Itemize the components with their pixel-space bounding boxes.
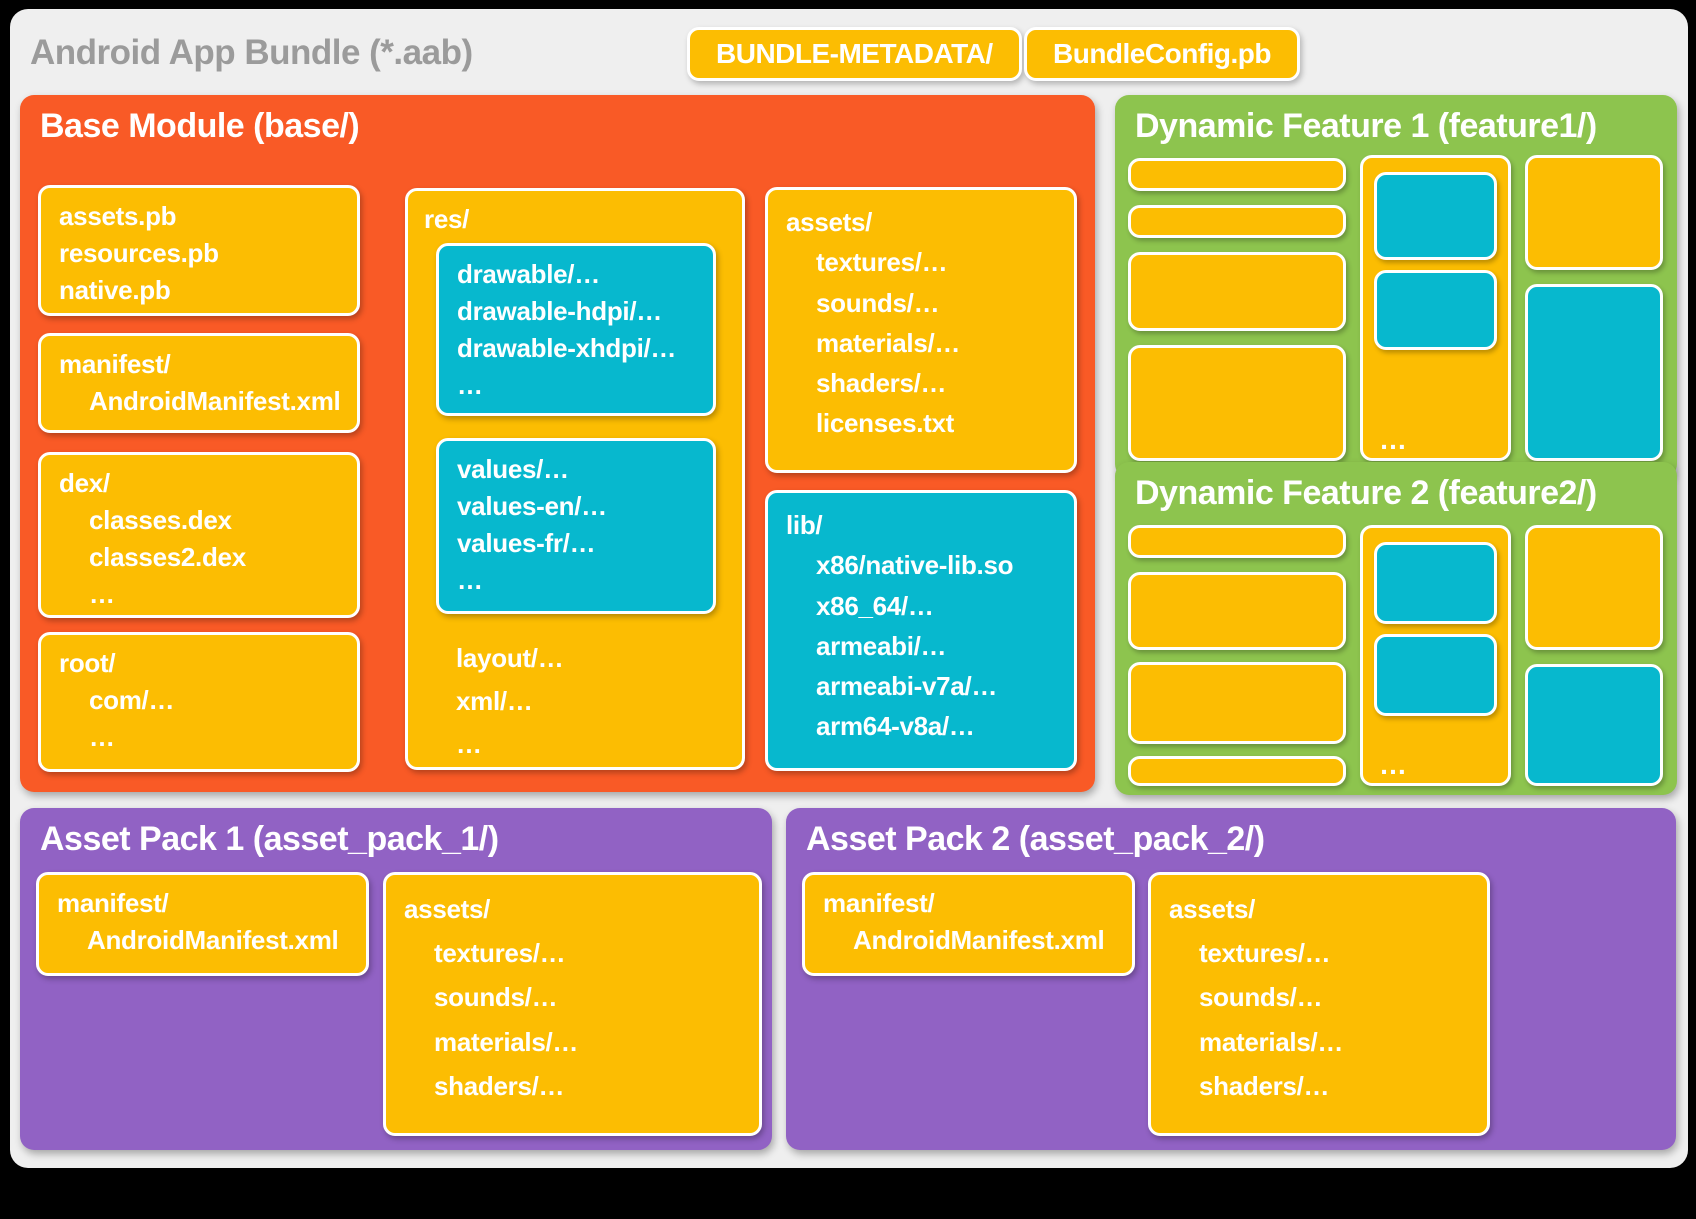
feature2-title: Dynamic Feature 2 (feature2/) [1135, 474, 1597, 512]
dir-shaders: shaders/… [1199, 1070, 1330, 1101]
values-ellipsis: … [457, 564, 483, 595]
dir-materials: materials/… [434, 1026, 579, 1057]
dir-x86-64: x86_64/… [816, 590, 934, 621]
asset-pack-2-manifest-box: manifest/ AndroidManifest.xml [802, 872, 1135, 976]
feature2-res-submini [1374, 634, 1497, 716]
dir-res: res/ [424, 204, 470, 234]
feature2-res-ellipsis: … [1379, 749, 1407, 780]
dir-arm64-v8a: arm64-v8a/… [816, 711, 975, 742]
base-module-title: Base Module (base/) [40, 107, 360, 145]
dir-materials: materials/… [1199, 1026, 1344, 1057]
dir-lib: lib/ [786, 510, 823, 540]
values-box: values/… values-en/… values-fr/… … [436, 438, 716, 614]
dir-sounds: sounds/… [1199, 982, 1323, 1013]
dir-values: values/… [457, 454, 569, 484]
bundle-config-badge: BundleConfig.pb [1024, 27, 1301, 81]
dex-ellipsis: … [89, 578, 115, 609]
asset-pack-1-assets-box: assets/ textures/… sounds/… materials/… … [383, 872, 762, 1136]
dir-textures: textures/… [816, 247, 948, 278]
feature1-mini-bar [1128, 158, 1346, 191]
feature2-lib-mini [1525, 664, 1663, 786]
dir-textures: textures/… [1199, 938, 1331, 969]
dir-drawable: drawable/… [457, 259, 600, 289]
feature1-title: Dynamic Feature 1 (feature1/) [1135, 107, 1597, 145]
asset-pack-2-title: Asset Pack 2 (asset_pack_2/) [806, 820, 1265, 858]
dir-shaders: shaders/… [434, 1070, 565, 1101]
feature1-res-ellipsis: … [1379, 424, 1407, 455]
protos-box: assets.pb resources.pb native.pb [38, 185, 360, 316]
dir-assets: assets/ [1169, 894, 1256, 924]
file-classes-dex: classes.dex [89, 504, 232, 535]
asset-pack-1-manifest-box: manifest/ AndroidManifest.xml [36, 872, 369, 976]
feature2-card: Dynamic Feature 2 (feature2/) … [1115, 462, 1677, 795]
dir-assets: assets/ [404, 894, 491, 924]
feature2-assets-mini [1525, 525, 1663, 650]
root-box: root/ com/… … [38, 632, 360, 772]
feature2-mini-box [1128, 662, 1346, 744]
drawable-box: drawable/… drawable-hdpi/… drawable-xhdp… [436, 243, 716, 416]
dir-layout: layout/… [456, 643, 564, 673]
file-android-manifest: AndroidManifest.xml [853, 924, 1105, 955]
file-resources-pb: resources.pb [59, 237, 219, 268]
file-android-manifest: AndroidManifest.xml [89, 385, 341, 416]
lib-box: lib/ x86/native-lib.so x86_64/… armeabi/… [765, 490, 1077, 771]
dir-materials: materials/… [816, 327, 961, 358]
dir-com: com/… [89, 684, 175, 715]
dir-values-fr: values-fr/… [457, 527, 596, 558]
res-ellipsis: … [456, 728, 482, 759]
base-module-card: Base Module (base/) assets.pb resources.… [20, 95, 1095, 792]
asset-pack-1-title: Asset Pack 1 (asset_pack_1/) [40, 820, 499, 858]
dir-root: root/ [59, 648, 116, 678]
feature2-mini-bar [1128, 525, 1346, 558]
dir-manifest: manifest/ [823, 888, 935, 918]
feature1-card: Dynamic Feature 1 (feature1/) … [1115, 95, 1677, 478]
dir-manifest: manifest/ [59, 349, 171, 379]
dir-dex: dex/ [59, 468, 110, 498]
file-x86-native-lib: x86/native-lib.so [816, 550, 1014, 581]
file-licenses-txt: licenses.txt [816, 408, 955, 439]
dir-assets: assets/ [786, 207, 873, 237]
dir-shaders: shaders/… [816, 368, 947, 399]
dir-values-en: values-en/… [457, 490, 607, 521]
feature1-mini-bar [1128, 205, 1346, 238]
asset-pack-1-card: Asset Pack 1 (asset_pack_1/) manifest/ A… [20, 808, 772, 1150]
bundle-metadata-badge: BUNDLE-METADATA/ [687, 27, 1022, 81]
feature1-assets-mini [1525, 155, 1663, 270]
file-classes2-dex: classes2.dex [89, 541, 246, 572]
feature2-mini-bar [1128, 756, 1346, 786]
feature1-res-submini [1374, 270, 1497, 350]
dir-textures: textures/… [434, 938, 566, 969]
res-tail: layout/… xml/… … [456, 637, 564, 766]
dir-drawable-xhdpi: drawable-xhdpi/… [457, 332, 677, 363]
file-native-pb: native.pb [59, 274, 171, 305]
assets-box: assets/ textures/… sounds/… materials/… … [765, 187, 1077, 473]
feature1-mini-box [1128, 345, 1346, 461]
asset-pack-2-assets-box: assets/ textures/… sounds/… materials/… … [1148, 872, 1490, 1136]
dex-box: dex/ classes.dex classes2.dex … [38, 452, 360, 618]
file-assets-pb: assets.pb [59, 201, 177, 231]
root-ellipsis: … [89, 721, 115, 752]
app-bundle-panel: Android App Bundle (*.aab) BUNDLE-METADA… [10, 9, 1688, 1168]
dir-armeabi-v7a: armeabi-v7a/… [816, 671, 998, 702]
manifest-box: manifest/ AndroidManifest.xml [38, 333, 360, 433]
drawable-ellipsis: … [457, 369, 483, 400]
dir-sounds: sounds/… [434, 982, 558, 1013]
feature2-mini-box [1128, 572, 1346, 650]
feature1-res-mini: … [1360, 155, 1511, 461]
feature2-res-submini [1374, 542, 1497, 624]
feature1-mini-box [1128, 252, 1346, 331]
dir-drawable-hdpi: drawable-hdpi/… [457, 295, 662, 326]
res-box: res/ drawable/… drawable-hdpi/… drawable… [405, 188, 745, 770]
feature1-res-submini [1374, 172, 1497, 260]
dir-manifest: manifest/ [57, 888, 169, 918]
dir-sounds: sounds/… [816, 287, 940, 318]
file-android-manifest: AndroidManifest.xml [87, 924, 339, 955]
page-title: Android App Bundle (*.aab) [30, 33, 473, 72]
feature1-lib-mini [1525, 284, 1663, 461]
dir-xml: xml/… [456, 685, 533, 716]
asset-pack-2-card: Asset Pack 2 (asset_pack_2/) manifest/ A… [786, 808, 1676, 1150]
dir-armeabi: armeabi/… [816, 630, 947, 661]
feature2-res-mini: … [1360, 525, 1511, 786]
